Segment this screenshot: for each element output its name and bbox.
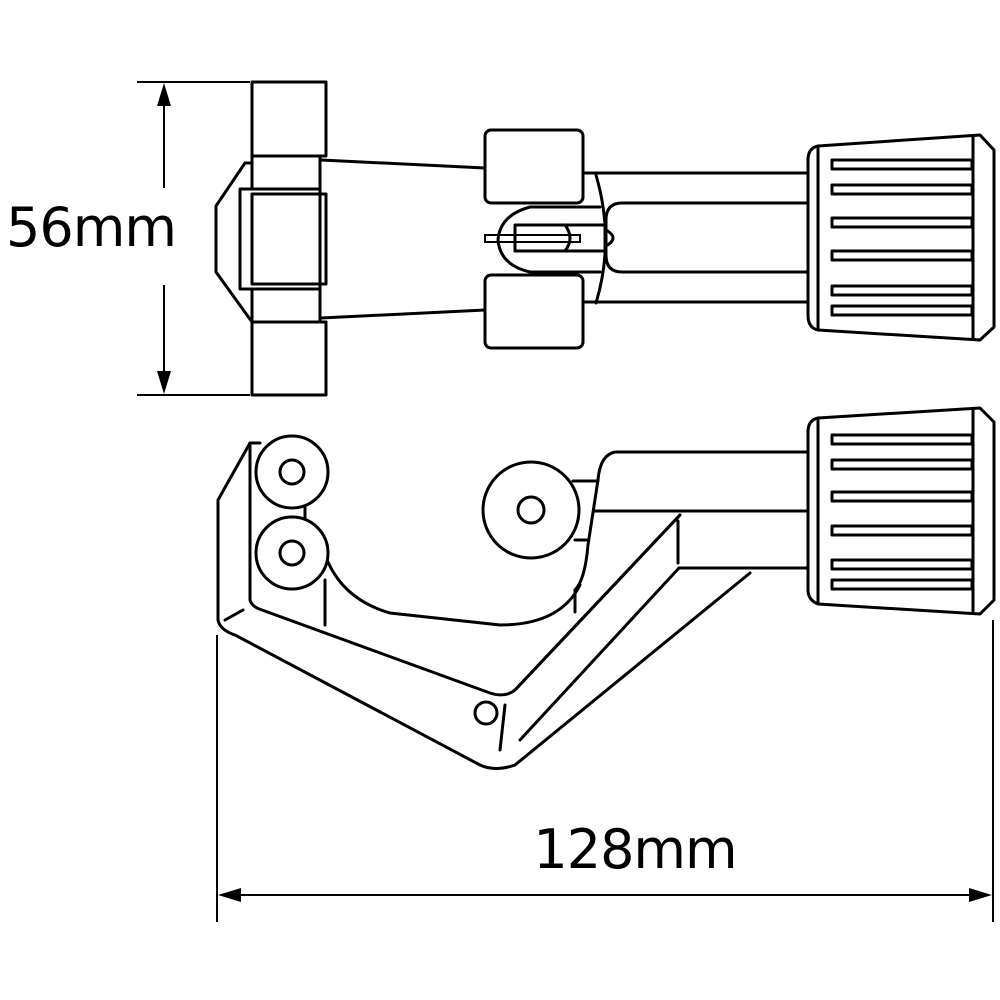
side-view (216, 406, 996, 770)
arrow-down-icon (157, 371, 171, 394)
roller-lower (254, 515, 330, 591)
top-wheel-block-lower (250, 320, 328, 397)
height-dimension (137, 81, 250, 396)
cutter-block-lower (483, 273, 585, 350)
top-knob (806, 133, 996, 342)
arrow-up-icon (157, 83, 171, 106)
length-dimension (216, 620, 994, 922)
cutter-wheel (481, 460, 581, 560)
top-wheel-block-upper (250, 80, 328, 158)
pivot-pin (473, 700, 499, 726)
side-knob (806, 406, 996, 616)
height-dimension-label: 56mm (6, 196, 177, 259)
length-dimension-label: 128mm (533, 818, 737, 881)
arrow-left-icon (218, 888, 241, 902)
top-view (214, 80, 996, 397)
arrow-right-icon (969, 888, 992, 902)
cutter-block-upper (483, 128, 585, 205)
top-center-block (250, 192, 328, 286)
roller-upper (254, 434, 330, 510)
